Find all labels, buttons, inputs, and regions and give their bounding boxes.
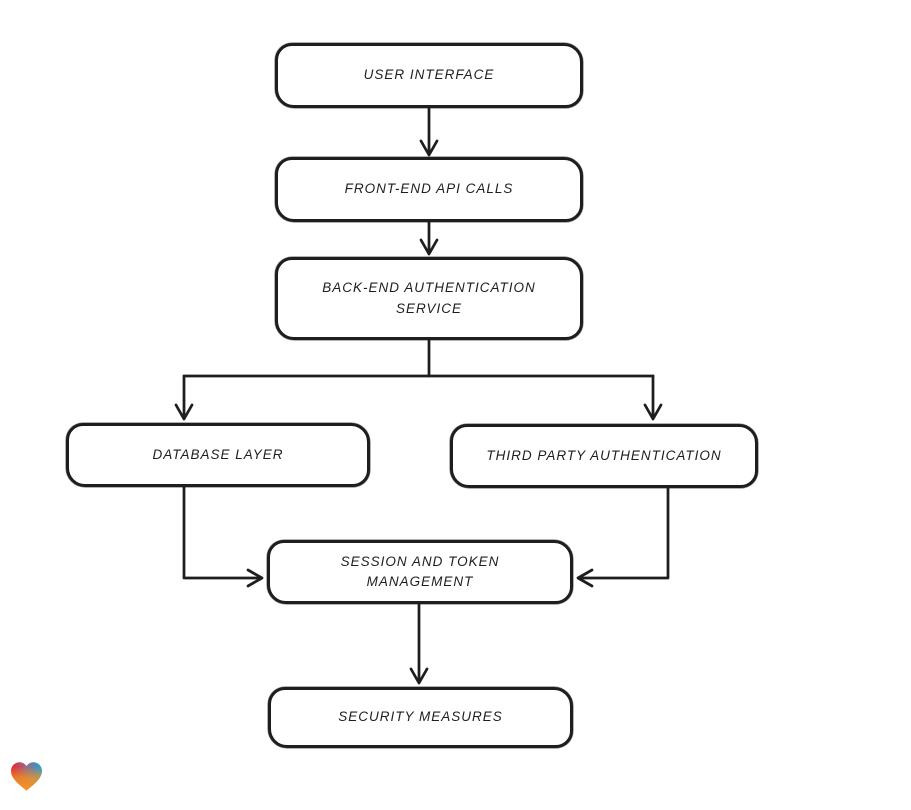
node-third-party-authentication[interactable]: THIRD PARTY AUTHENTICATION	[450, 424, 758, 488]
edge-user-interface-to-front-end-api-calls	[419, 106, 439, 157]
node-label: FRONT-END API CALLS	[344, 181, 514, 197]
node-back-end-authentication-service[interactable]: BACK-END AUTHENTICATION SERVICE	[275, 257, 583, 340]
node-label: DATABASE LAYER	[152, 446, 284, 462]
edge-back-end-to-database-layer	[174, 338, 655, 421]
node-label: SESSION AND TOKEN MANAGEMENT	[340, 553, 500, 589]
edge-third-party-to-session-management	[576, 486, 670, 588]
node-label: SECURITY MEASURES	[338, 709, 503, 725]
node-label: USER INTERFACE	[363, 67, 495, 83]
edge-front-end-api-calls-to-back-end-authentication-service	[419, 220, 439, 256]
node-label: THIRD PARTY AUTHENTICATION	[486, 447, 722, 463]
node-front-end-api-calls[interactable]: FRONT-END API CALLS	[275, 157, 583, 222]
gradient-heart-logo[interactable]	[10, 761, 43, 792]
node-label: BACK-END AUTHENTICATION SERVICE	[322, 280, 536, 316]
edge-session-management-to-security-measures	[409, 602, 429, 685]
node-database-layer[interactable]: DATABASE LAYER	[66, 423, 370, 487]
node-session-and-token-management[interactable]: SESSION AND TOKEN MANAGEMENT	[267, 540, 573, 604]
edge-back-end-to-third-party-authentication	[643, 374, 663, 421]
edge-database-layer-to-session-management	[182, 485, 264, 588]
node-security-measures[interactable]: SECURITY MEASURES	[268, 687, 573, 748]
heart-icon	[11, 762, 42, 791]
node-user-interface[interactable]: USER INTERFACE	[275, 43, 583, 108]
